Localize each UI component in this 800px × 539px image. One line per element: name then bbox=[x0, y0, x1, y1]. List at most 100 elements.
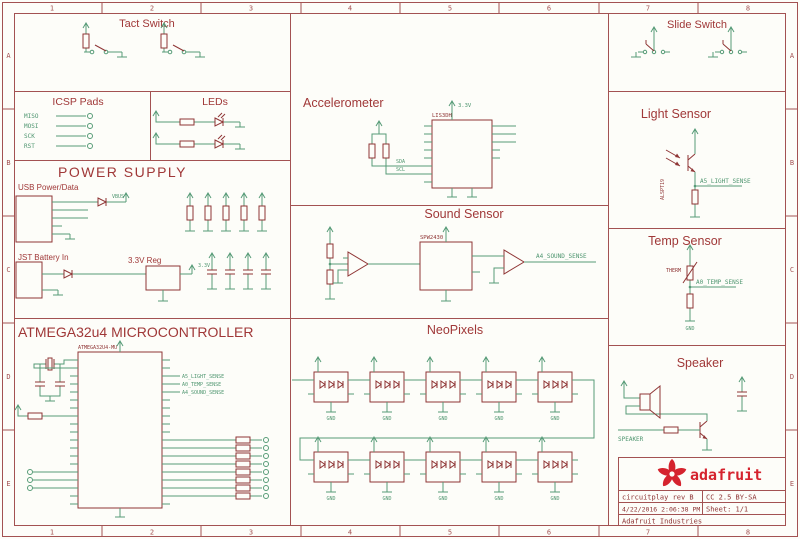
net-label: A4_SOUND_SENSE bbox=[536, 253, 587, 260]
grid-row-label: D bbox=[6, 373, 10, 381]
icsp-pad-label: SCK bbox=[24, 133, 35, 140]
pad-symbol bbox=[27, 485, 33, 491]
net-label: 3.3V bbox=[198, 263, 210, 269]
resistor-symbol bbox=[82, 29, 90, 53]
supply-arrow-icon bbox=[258, 192, 266, 203]
neopixel-symbol bbox=[531, 451, 579, 488]
section-slide-switch: Slide Switch bbox=[630, 19, 748, 58]
gnd-symbol bbox=[689, 211, 701, 218]
section-temp-sensor: Temp Sensor A0_TEMP_SENSE GND THERM bbox=[648, 234, 743, 332]
capacitor-symbol bbox=[224, 263, 236, 281]
adafruit-logo-icon bbox=[657, 459, 687, 487]
supply-arrow-icon bbox=[240, 192, 248, 203]
gnd-symbol bbox=[437, 486, 449, 493]
neopixel-symbol bbox=[363, 371, 411, 408]
resistor-symbol bbox=[326, 265, 334, 289]
led-symbol bbox=[211, 112, 228, 127]
part-label: ALSPT19 bbox=[660, 179, 666, 200]
gnd-symbol bbox=[206, 283, 218, 290]
section-dividers bbox=[14, 13, 786, 526]
grid-col-label: 2 bbox=[150, 5, 154, 13]
gnd-symbol bbox=[114, 511, 126, 518]
usb-connector bbox=[15, 195, 53, 243]
title-block-border bbox=[618, 457, 786, 526]
supply-arrow-icon bbox=[738, 376, 746, 387]
gnd-symbol bbox=[707, 51, 719, 58]
gnd-symbol bbox=[184, 225, 196, 232]
neopixel-row-2: GND GND GND GND GND bbox=[307, 436, 579, 502]
ruler-ticks-right bbox=[785, 108, 798, 431]
section-title: LEDs bbox=[202, 96, 228, 108]
net-label: GND bbox=[550, 496, 559, 502]
icsp-pad-label: RST bbox=[24, 143, 35, 150]
grid-col-label: 8 bbox=[746, 529, 750, 537]
net-label: GND bbox=[326, 496, 335, 502]
supply-arrow-icon bbox=[538, 356, 546, 367]
pad-symbol bbox=[27, 469, 33, 475]
gnd-symbol bbox=[242, 283, 254, 290]
grid-col-label: 8 bbox=[746, 5, 750, 13]
supply-arrow-icon bbox=[448, 100, 456, 111]
supply-arrow-icon bbox=[226, 252, 234, 263]
net-label: A0_TEMP_SENSE bbox=[696, 279, 743, 286]
resistor-symbol bbox=[186, 201, 194, 225]
mic-ic bbox=[419, 241, 473, 291]
grid-row-label: B bbox=[6, 159, 10, 167]
resistor-symbol bbox=[175, 140, 199, 148]
gnd-symbol bbox=[116, 51, 128, 58]
supply-arrow-icon bbox=[691, 128, 699, 139]
pad-symbol bbox=[27, 477, 33, 483]
grid-row-label: A bbox=[790, 52, 795, 60]
gnd-symbol bbox=[324, 293, 336, 300]
resistor-symbol bbox=[175, 118, 199, 126]
gnd-symbol bbox=[325, 486, 337, 493]
speaker-symbol bbox=[639, 393, 651, 411]
gnd-symbol bbox=[684, 315, 696, 322]
pad-symbol bbox=[263, 453, 269, 459]
resistor-symbol bbox=[691, 185, 699, 209]
supply-arrow-icon bbox=[152, 110, 160, 121]
section-title: Accelerometer bbox=[303, 96, 384, 110]
resistor-symbol bbox=[204, 201, 212, 225]
supply-arrow-icon bbox=[188, 264, 196, 275]
resistor-symbol bbox=[258, 201, 266, 225]
net-label: GND bbox=[494, 416, 503, 422]
pad-symbol bbox=[263, 461, 269, 467]
section-title: Slide Switch bbox=[667, 19, 727, 31]
company-name: Adafruit Industries bbox=[622, 518, 702, 526]
doc-title: circuitplay rev B bbox=[622, 494, 694, 502]
gnd-symbol bbox=[194, 51, 206, 58]
neopixel-symbol bbox=[419, 451, 467, 488]
pullup-cluster bbox=[184, 192, 268, 232]
grid-row-label: E bbox=[790, 480, 794, 488]
regulator-label: 3.3V Reg bbox=[128, 256, 161, 265]
license-text: CC 2.5 BY-SA bbox=[706, 494, 757, 502]
gnd-symbol bbox=[488, 277, 500, 284]
gnd-symbol bbox=[44, 395, 56, 402]
diode-symbol bbox=[93, 197, 111, 207]
gnd-symbol bbox=[332, 277, 344, 284]
opamp-symbol bbox=[342, 251, 375, 277]
capacitor-symbol bbox=[736, 385, 748, 403]
net-label: GND bbox=[326, 416, 335, 422]
resistor-symbol bbox=[231, 444, 255, 452]
net-label: SPEAKER bbox=[618, 436, 644, 443]
supply-arrow-icon bbox=[186, 192, 194, 203]
icsp-pad-label: MOSI bbox=[24, 123, 39, 130]
jst-connector bbox=[15, 261, 43, 299]
net-label: GND bbox=[382, 496, 391, 502]
gnd-symbol bbox=[381, 486, 393, 493]
grid-row-label: B bbox=[790, 159, 794, 167]
resistor-symbol bbox=[231, 468, 255, 476]
supply-arrow-icon bbox=[244, 252, 252, 263]
net-label: A5_LIGHT_SENSE bbox=[700, 178, 751, 185]
grid-col-label: 4 bbox=[348, 5, 352, 13]
resistor-symbol bbox=[231, 484, 255, 492]
gnd-symbol bbox=[238, 225, 250, 232]
section-title: ATMEGA32u4 MICROCONTROLLER bbox=[18, 324, 253, 340]
series-resistor-column bbox=[170, 436, 269, 500]
title-block: adafruit circuitplay rev B CC 2.5 BY-SA … bbox=[618, 457, 786, 526]
neopixel-symbol bbox=[475, 451, 523, 488]
grid-row-label: A bbox=[6, 52, 11, 60]
resistor-symbol bbox=[659, 426, 683, 434]
